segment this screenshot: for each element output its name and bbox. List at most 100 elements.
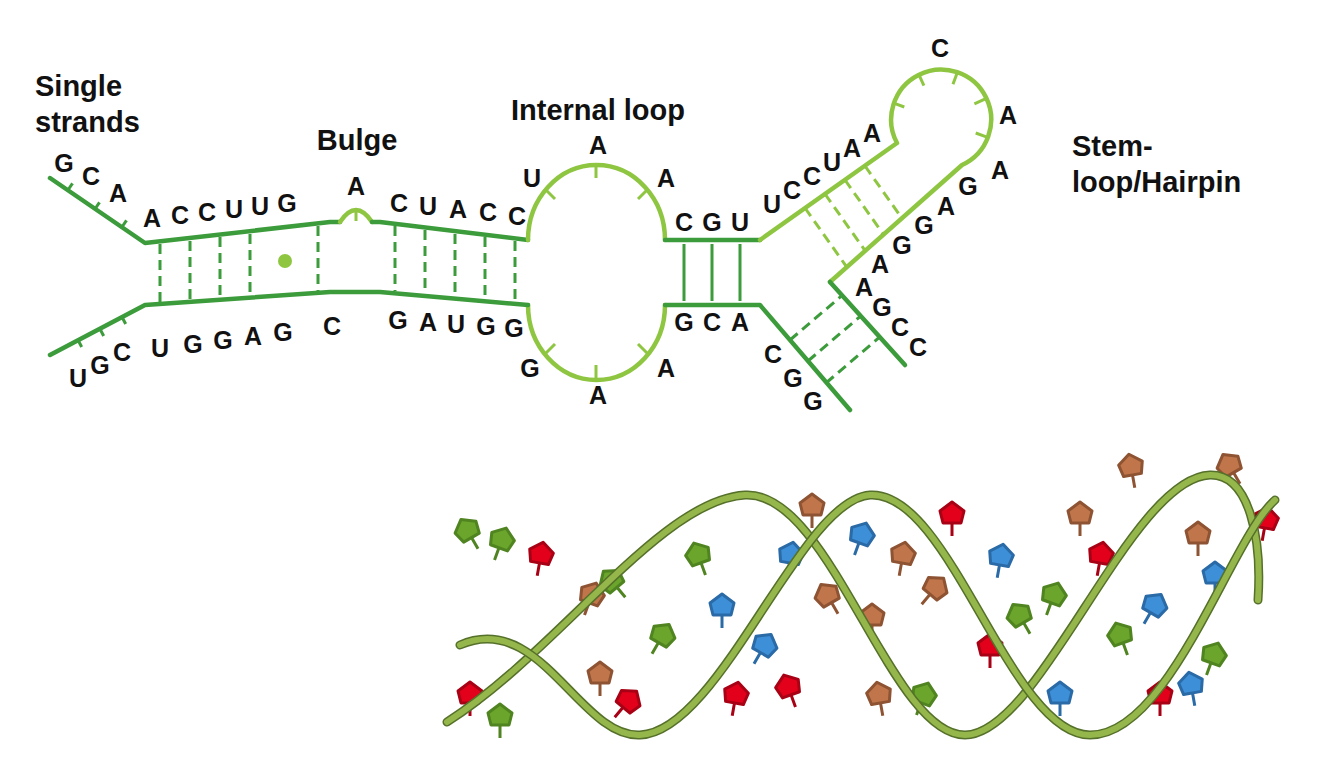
base-pair xyxy=(317,226,320,291)
base-anchor: C xyxy=(675,208,693,237)
base-anchor: G xyxy=(958,172,977,201)
nucleotide-letter: C xyxy=(390,189,408,218)
base xyxy=(1068,502,1092,536)
base-anchor: G xyxy=(783,364,802,393)
base xyxy=(488,704,512,738)
nucleotide-letter: A xyxy=(863,119,881,148)
base-anchor: A xyxy=(589,381,607,410)
nucleotide-letter: G xyxy=(504,314,523,343)
nucleotide-letter: U xyxy=(69,364,87,393)
tick xyxy=(545,344,555,354)
nucleotide-bases xyxy=(451,448,1280,738)
base-anchor: G xyxy=(520,354,539,383)
lower-stem-ticks xyxy=(790,295,880,383)
base-anchor: A xyxy=(991,156,1009,185)
label-anchor: Single strands xyxy=(35,68,175,141)
nucleotide-letter: A xyxy=(731,308,749,337)
base-anchor: G xyxy=(872,293,891,322)
tick xyxy=(974,99,985,104)
base-anchor: G xyxy=(277,189,296,218)
nucleotide-letter: C xyxy=(891,313,909,342)
base-anchor: C xyxy=(703,308,721,337)
nucleotide-letter: A xyxy=(999,101,1017,130)
base-anchor: U xyxy=(69,364,87,393)
loop-line xyxy=(528,165,665,240)
nucleotide-letter: C xyxy=(703,308,721,337)
base xyxy=(913,570,953,611)
nucleotide-letter: U xyxy=(151,334,169,363)
wobble-pair-dot xyxy=(278,254,292,268)
tick xyxy=(638,189,648,199)
nucleotide-letter: A xyxy=(991,156,1009,185)
nucleotide-letter: C xyxy=(323,312,341,341)
base xyxy=(1177,670,1207,708)
nucleotide-letter: A xyxy=(143,204,161,233)
base xyxy=(720,680,750,718)
nucleotide-letter: U xyxy=(251,192,269,221)
base-anchor: G xyxy=(476,312,495,341)
nucleotide-letter: U xyxy=(225,195,243,224)
nucleotide-letter: G xyxy=(872,293,891,322)
nucleotide-letter: C xyxy=(675,208,693,237)
base-anchor: U xyxy=(151,334,169,363)
base-pair xyxy=(424,230,427,294)
base-pair xyxy=(394,226,397,291)
nucleotide-letter: G xyxy=(388,306,407,335)
base-pair xyxy=(711,244,714,301)
nucleotide-letter: G xyxy=(892,231,911,260)
base-anchor: C xyxy=(783,176,801,205)
base-pair xyxy=(484,237,487,299)
base-anchor: C xyxy=(479,198,497,227)
base-anchor: G xyxy=(803,387,822,416)
nucleotide-letter: U xyxy=(447,310,465,339)
structure-label: Bulge xyxy=(317,122,398,158)
base-anchor: A xyxy=(589,131,607,160)
nucleotide-letter: G xyxy=(54,149,73,178)
backbone-outline xyxy=(460,495,1275,735)
base-anchor: A xyxy=(657,354,675,383)
base-anchor: C xyxy=(82,162,100,191)
backbone xyxy=(50,70,991,410)
nucleotide-letter: G xyxy=(213,326,232,355)
base xyxy=(985,542,1015,580)
base xyxy=(1035,579,1069,619)
base-anchor: C xyxy=(931,34,949,63)
nucleotide-letter: A xyxy=(449,195,467,224)
base-anchor: C xyxy=(909,333,927,362)
nucleotide-letter: U xyxy=(419,192,437,221)
base-pair xyxy=(845,180,884,235)
loop-line xyxy=(528,305,665,380)
nucleotide-letter: C xyxy=(508,202,526,231)
nucleotide-letter: A xyxy=(871,250,889,279)
nucleotide-letter: A xyxy=(843,134,861,163)
base-pair xyxy=(454,234,457,297)
nucleotide-letter: U xyxy=(731,208,749,237)
base-anchor: A xyxy=(244,322,262,351)
base-pair xyxy=(189,241,192,300)
stem-ticks xyxy=(684,244,740,301)
base-anchor: C xyxy=(198,198,216,227)
base xyxy=(683,539,717,579)
nucleotide-letter: C xyxy=(171,201,189,230)
base-anchor: G xyxy=(273,318,292,347)
nucleotide-letter: A xyxy=(419,308,437,337)
base-anchor: G xyxy=(90,351,109,380)
base-anchor: G xyxy=(213,326,232,355)
base-anchor: A xyxy=(347,172,365,201)
base-pair xyxy=(219,237,222,298)
base-anchor: Internal loop xyxy=(511,92,685,128)
base-pair xyxy=(514,241,517,302)
base-anchor: G xyxy=(892,231,911,260)
base xyxy=(710,594,734,628)
nucleotide-letter: C xyxy=(803,162,821,191)
tick xyxy=(919,75,924,86)
base-anchor: A xyxy=(863,119,881,148)
bulge-line xyxy=(340,210,372,222)
tick xyxy=(893,103,904,107)
base xyxy=(887,540,917,578)
base-anchor: G xyxy=(702,208,721,237)
base-pair xyxy=(249,234,252,296)
base xyxy=(940,502,964,536)
nucleotide-letter: A xyxy=(244,322,262,351)
base-pair xyxy=(826,337,880,383)
